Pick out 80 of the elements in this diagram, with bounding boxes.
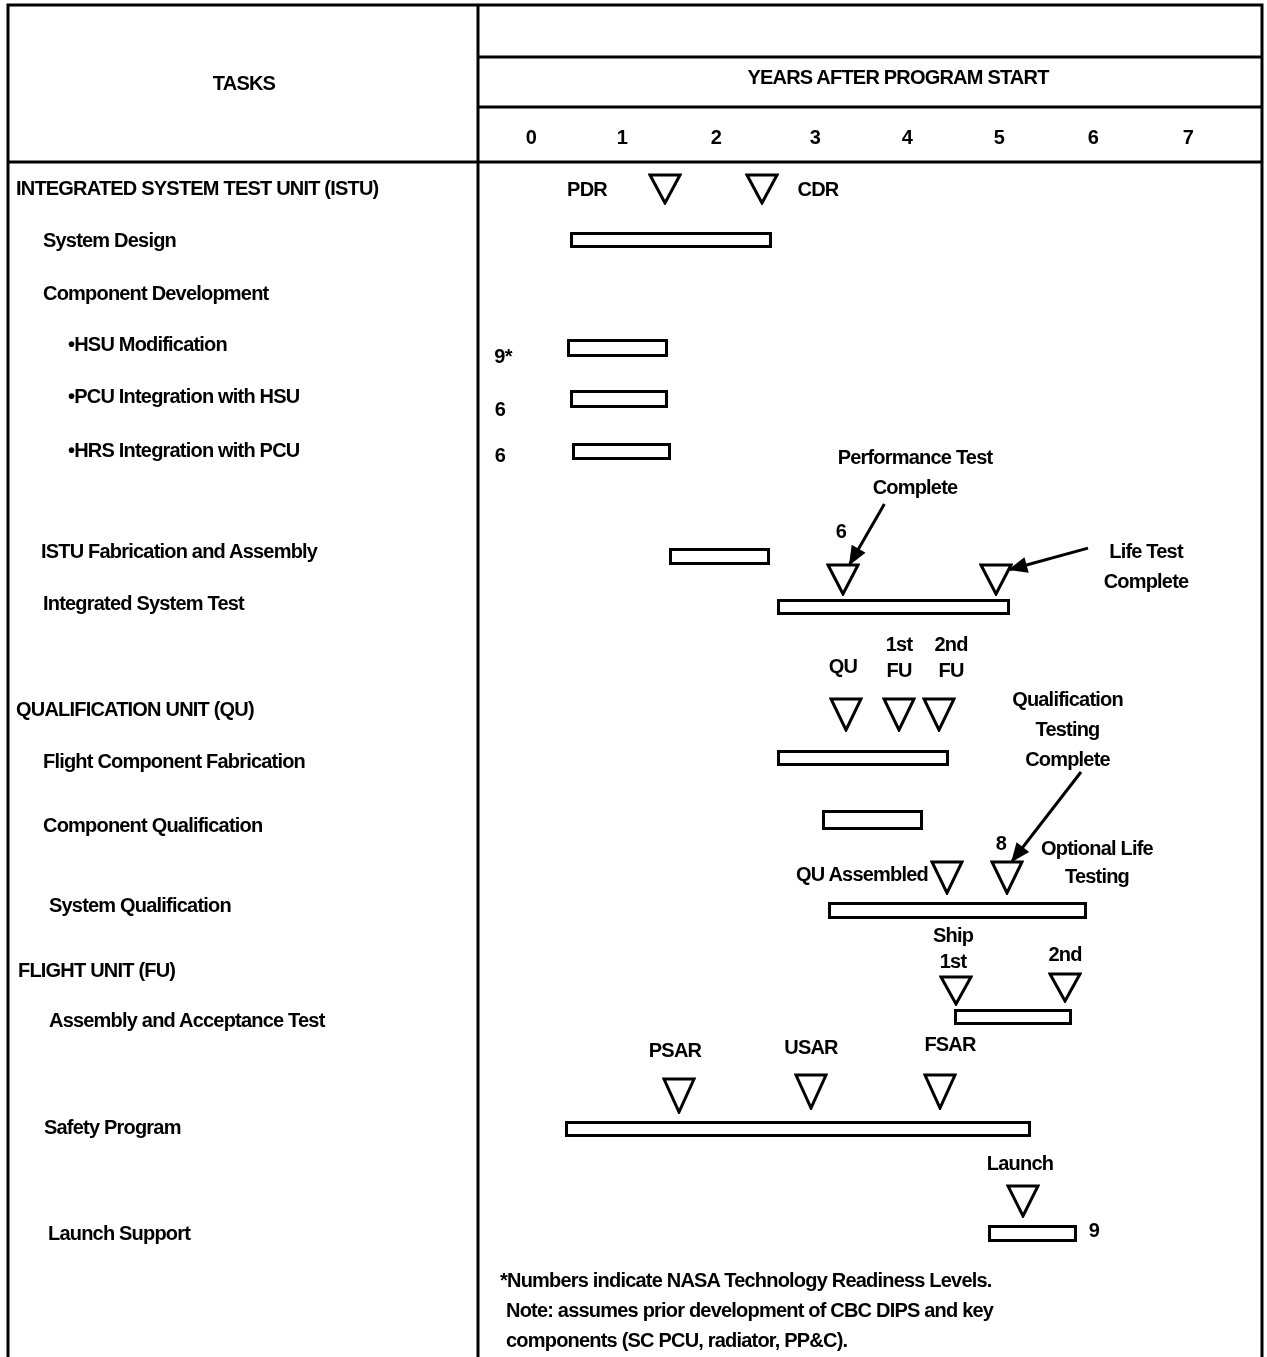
milestone-triangle bbox=[930, 860, 964, 895]
arrow bbox=[1008, 546, 1089, 573]
footnote: Note: assumes prior development of CBC DIPS and key components (SC PCU, radiator, PP&C). bbox=[506, 1298, 995, 1353]
readiness-level: 6 bbox=[494, 397, 506, 421]
milestone-label: USAR bbox=[784, 1035, 838, 1059]
column-header: YEARS AFTER PROGRAM START bbox=[747, 65, 1049, 89]
task-label: •HSU Modification bbox=[68, 332, 227, 356]
schedule-bar bbox=[822, 810, 923, 830]
schedule-bar bbox=[988, 1225, 1077, 1242]
milestone-triangle bbox=[939, 975, 973, 1006]
year-tick-label: 2 bbox=[710, 125, 722, 149]
task-label: FLIGHT UNIT (FU) bbox=[18, 958, 176, 982]
milestone-triangle bbox=[648, 173, 682, 205]
task-label: Launch Support bbox=[48, 1221, 191, 1245]
milestone-triangle bbox=[1006, 1184, 1040, 1218]
readiness-level: 9* bbox=[494, 344, 512, 368]
arrow bbox=[848, 503, 886, 566]
task-label: ISTU Fabrication and Assembly bbox=[41, 539, 318, 563]
readiness-level: 6 bbox=[835, 519, 847, 543]
schedule-bar bbox=[570, 390, 668, 408]
task-label: Integrated System Test bbox=[43, 591, 244, 615]
footnote: *Numbers indicate NASA Technology Readiness Levels. bbox=[500, 1268, 992, 1292]
milestone-label: Ship 1st bbox=[931, 923, 975, 974]
milestone-label: QU bbox=[828, 654, 858, 678]
milestone-triangle bbox=[922, 697, 956, 732]
arrow bbox=[1010, 771, 1083, 863]
task-label: Component Development bbox=[43, 281, 269, 305]
schedule-bar bbox=[669, 548, 770, 565]
milestone-label: CDR bbox=[797, 177, 839, 201]
milestone-label: 1st FU bbox=[884, 632, 914, 683]
milestone-triangle bbox=[662, 1077, 696, 1114]
year-tick-label: 6 bbox=[1087, 125, 1099, 149]
task-label: Component Qualification bbox=[43, 813, 263, 837]
schedule-bar bbox=[570, 232, 772, 248]
milestone-triangle bbox=[990, 860, 1024, 895]
callout-text: Performance Test Complete bbox=[830, 440, 1000, 504]
milestone-triangle bbox=[829, 697, 863, 732]
milestone-triangle bbox=[1048, 972, 1082, 1003]
milestone-label: QU Assembled bbox=[796, 862, 928, 886]
task-label: INTEGRATED SYSTEM TEST UNIT (ISTU) bbox=[16, 176, 379, 200]
task-label: Flight Component Fabrication bbox=[43, 749, 306, 773]
column-header: TASKS bbox=[212, 71, 276, 95]
milestone-label: PDR bbox=[567, 177, 607, 201]
task-label: Safety Program bbox=[44, 1115, 181, 1139]
callout-text: Qualification Testing Complete bbox=[1000, 686, 1135, 772]
task-label: System Design bbox=[43, 228, 176, 252]
year-tick-label: 5 bbox=[993, 125, 1005, 149]
readiness-level: 8 bbox=[995, 831, 1007, 855]
schedule-bar bbox=[565, 1121, 1031, 1137]
year-tick-label: 3 bbox=[809, 125, 821, 149]
task-label: System Qualification bbox=[49, 893, 231, 917]
milestone-label: FSAR bbox=[924, 1032, 976, 1056]
task-label: QUALIFICATION UNIT (QU) bbox=[16, 697, 254, 721]
callout-text: Life Test Complete bbox=[1088, 534, 1204, 598]
milestone-triangle bbox=[979, 563, 1013, 596]
task-label: •HRS Integration with PCU bbox=[68, 438, 300, 462]
milestone-triangle bbox=[923, 1073, 957, 1110]
schedule-bar bbox=[567, 339, 668, 357]
year-tick-label: 7 bbox=[1182, 125, 1194, 149]
milestone-label: 2nd bbox=[1048, 942, 1082, 966]
schedule-bar bbox=[777, 750, 949, 766]
task-label: Assembly and Acceptance Test bbox=[49, 1008, 325, 1032]
milestone-triangle bbox=[826, 563, 860, 596]
milestone-triangle bbox=[745, 173, 779, 205]
year-tick-label: 4 bbox=[901, 125, 913, 149]
milestone-triangle bbox=[794, 1073, 828, 1110]
milestone-label: Optional Life Testing bbox=[1040, 836, 1154, 889]
schedule-bar bbox=[954, 1009, 1072, 1025]
year-tick-label: 0 bbox=[525, 125, 537, 149]
schedule-bar bbox=[828, 902, 1087, 919]
readiness-level: 9 bbox=[1088, 1218, 1100, 1242]
readiness-level: 6 bbox=[494, 443, 506, 467]
milestone-label: Launch bbox=[986, 1151, 1054, 1175]
milestone-triangle bbox=[882, 697, 916, 732]
schedule-bar bbox=[572, 443, 671, 460]
milestone-label: 2nd FU bbox=[933, 632, 969, 683]
schedule-bar bbox=[777, 599, 1010, 615]
milestone-label: PSAR bbox=[648, 1038, 702, 1062]
task-label: •PCU Integration with HSU bbox=[68, 384, 300, 408]
year-tick-label: 1 bbox=[616, 125, 628, 149]
